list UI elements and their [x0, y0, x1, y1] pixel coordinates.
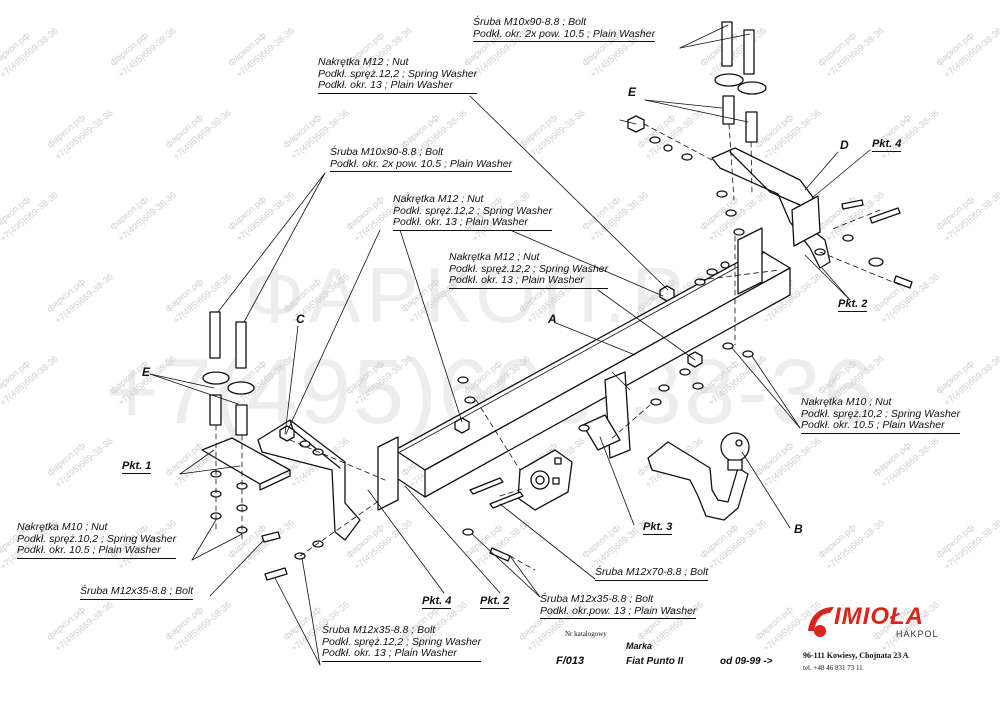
label-bolt-m12x70-text: Śruba M12x70-8.8 ; Bolt: [595, 566, 709, 581]
bracket-c: [257, 419, 361, 541]
label-mid-nut-1-line3: Podkł. okr. 13 ; Plain Washer: [393, 216, 553, 231]
label-bolt-m12x70: Śruba M12x70-8.8 ; Bolt: [595, 566, 709, 581]
label-mid-nut-2-line1: Nakrętka M12 ; Nut: [449, 251, 540, 263]
assembly-axes: [215, 123, 901, 571]
label-mid-nut-2-line3: Podkł. okr. 13 ; Plain Washer: [449, 274, 609, 289]
part-letter-e-left: E: [142, 365, 151, 379]
catalog-number-label: Nr katalogowy: [565, 630, 607, 638]
label-left-nut-line3: Podkł. okr. 10.5 ; Plain Washer: [17, 544, 177, 559]
imiola-logo: [808, 607, 834, 637]
logo-wordmark: IMIOŁA: [834, 603, 924, 630]
bracket-d: [711, 147, 831, 269]
label-bottom-bolt-line2: Podkł. spręż.12,2 ; Spring Washer: [322, 635, 482, 648]
label-bolt-m12x35-a-text: Śruba M12x35-8.8 ; Bolt: [80, 585, 194, 600]
label-bolt-m12x35-b-line2: Podkł. okr.pow. 13 ; Plain Washer: [540, 605, 697, 619]
label-bolt-m12x35-b-line1: Śruba M12x35-8.8 ; Bolt: [540, 593, 654, 605]
top-right-bolts: [714, 21, 767, 143]
label-top-nut: Nakrętka M12 ; Nut Podkł. spręż.12,2 ; S…: [318, 56, 478, 94]
date-value: od 09-99 ->: [720, 656, 773, 667]
right-end-plate: [737, 227, 763, 295]
label-left-bolt: Śruba M10x90-8.8 ; Bolt Podkł. okr. 2x p…: [330, 146, 513, 172]
label-right-nut-line3: Podkł. okr. 10.5 ; Plain Washer: [801, 419, 961, 434]
label-left-nut-line2: Podkł. spręż.10,2 ; Spring Washer: [17, 532, 177, 545]
logo-subtext: HAKPOL: [896, 629, 939, 639]
pkt2-bottom-label: Pkt. 2: [480, 595, 510, 609]
company-phone: tel. +48 46 831 73 11: [803, 664, 863, 672]
part-letter-b: B: [794, 522, 803, 536]
label-right-nut-line2: Podkł. spręż.10,2 ; Spring Washer: [801, 407, 961, 420]
label-mid-nut-1-line2: Podkł. spręż.12,2 ; Spring Washer: [393, 204, 553, 217]
label-bolt-m12x35-b: Śruba M12x35-8.8 ; Bolt Podkł. okr.pow. …: [540, 593, 697, 619]
central-mount: [582, 371, 631, 459]
part-letter-a: A: [548, 312, 557, 326]
label-left-nut: Nakrętka M10 ; Nut Podkł. spręż.10,2 ; S…: [17, 521, 177, 559]
socket-plate: [517, 449, 573, 511]
label-top-nut-line3: Podkł. okr. 13 ; Plain Washer: [318, 79, 478, 94]
pkt3-label: Pkt. 3: [643, 521, 673, 535]
label-bottom-bolt-line1: Śruba M12x35-8.8 ; Bolt: [322, 624, 436, 636]
left-bolts: [202, 311, 255, 436]
pkt4-top-label: Pkt. 4: [872, 138, 902, 152]
part-letter-d: D: [840, 138, 849, 152]
label-top-bolt-line1: Śruba M10x90-8.8 ; Bolt: [473, 16, 587, 28]
company-address: 96-111 Kowiesy, Chojnata 23 A: [803, 651, 909, 660]
left-end-plate: [377, 436, 399, 511]
label-bottom-bolt-line3: Podkł. okr. 13 ; Plain Washer: [322, 647, 482, 662]
label-bolt-m12x35-a: Śruba M12x35-8.8 ; Bolt: [80, 585, 194, 600]
ball-bar-b: [647, 432, 750, 521]
part-letter-e-top: E: [628, 85, 637, 99]
label-top-nut-line2: Podkł. spręż.12,2 ; Spring Washer: [318, 67, 478, 80]
label-top-bolt-line2: Podkł. okr. 2x pow. 10.5 ; Plain Washer: [473, 28, 656, 42]
label-left-nut-line1: Nakrętka M10 ; Nut: [17, 521, 108, 533]
brand-label: Marka: [626, 641, 653, 651]
label-mid-nut-2: Nakrętka M12 ; Nut Podkł. spręż.12,2 ; S…: [449, 251, 609, 289]
label-top-nut-line1: Nakrętka M12 ; Nut: [318, 56, 409, 68]
horizontal-bolts: [261, 199, 913, 581]
label-bottom-bolt: Śruba M12x35-8.8 ; Bolt Podkł. spręż.12,…: [322, 624, 482, 662]
part-letter-c: C: [296, 312, 305, 326]
pkt2-right-label: Pkt. 2: [838, 298, 868, 312]
pkt4-bottom-label: Pkt. 4: [422, 595, 452, 609]
label-left-bolt-line1: Śruba M10x90-8.8 ; Bolt: [330, 146, 444, 158]
brand-value: Fiat Punto II: [626, 656, 684, 667]
label-left-bolt-line2: Podkł. okr. 2x pow. 10.5 ; Plain Washer: [330, 158, 513, 172]
catalog-number-value: F/013: [556, 655, 585, 667]
label-mid-nut-2-line2: Podkł. spręż.12,2 ; Spring Washer: [449, 262, 609, 275]
pkt1-label: Pkt. 1: [122, 460, 152, 474]
leader-lines: [149, 24, 871, 666]
label-right-nut-line1: Nakrętka M10 ; Nut: [801, 396, 892, 408]
fasteners-small: [210, 115, 884, 560]
label-right-nut: Nakrętka M10 ; Nut Podkł. spręż.10,2 ; S…: [801, 396, 961, 434]
label-mid-nut-1: Nakrętka M12 ; Nut Podkł. spręż.12,2 ; S…: [393, 193, 553, 231]
label-top-bolt: Śruba M10x90-8.8 ; Bolt Podkł. okr. 2x p…: [473, 16, 656, 42]
label-mid-nut-1-line1: Nakrętka M12 ; Nut: [393, 193, 484, 205]
